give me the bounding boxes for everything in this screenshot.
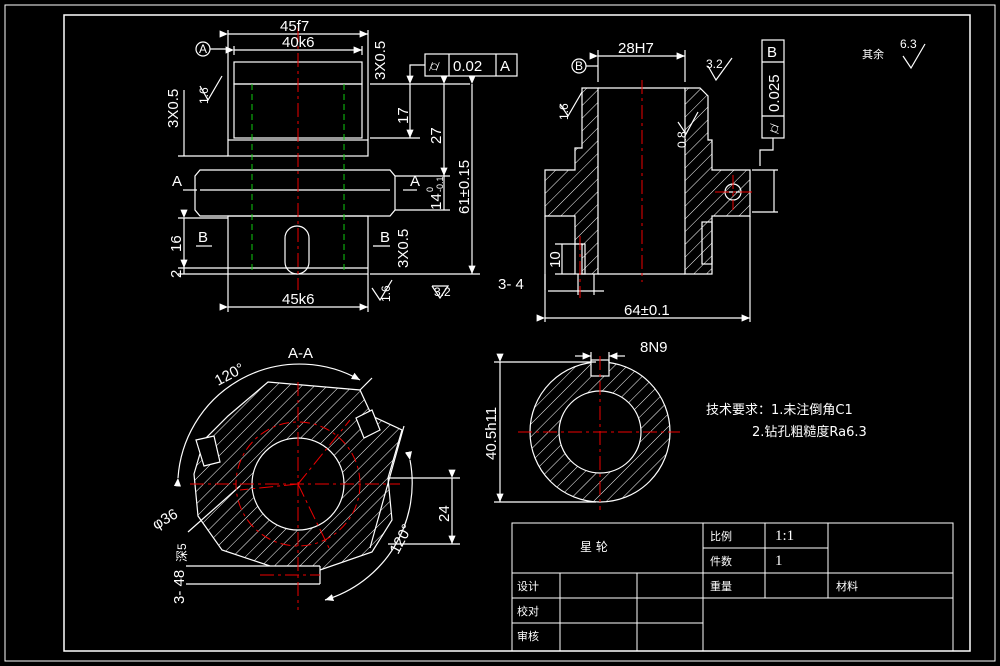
datum-a-label: A: [199, 42, 207, 56]
tol-datum-b: B: [767, 44, 777, 61]
dia-36: φ36: [150, 506, 181, 534]
tol-14-part: 0: [425, 187, 435, 192]
section-a-left: A: [172, 173, 182, 190]
rough-16-side: 1.6: [557, 103, 571, 120]
tol-14-part: -0.1: [435, 176, 445, 192]
dim-17: 17: [395, 107, 412, 124]
slots-depth: 深5: [175, 543, 189, 562]
tol-value-a: 0.02: [453, 58, 482, 75]
dim-28h7: 28H7: [618, 40, 654, 57]
part-name: 星 轮: [580, 540, 608, 554]
dim-10: 10: [547, 251, 564, 268]
dim-27: 27: [428, 127, 445, 144]
dim-40k6: 40k6: [282, 34, 315, 51]
slots-3-48: 3- 48: [171, 570, 188, 604]
section-b-right: B: [380, 229, 390, 246]
tech-req-line1: 技术要求：1.未注倒角C1: [706, 403, 853, 418]
tol-symbol-a: ⌭: [429, 58, 440, 75]
front-view: [178, 30, 518, 312]
dim-61: 61±0.15: [456, 160, 473, 214]
dim-8n9: 8N9: [640, 339, 668, 356]
review-label: 审核: [517, 629, 539, 643]
inner-border: [63, 14, 971, 652]
count-value: 1: [775, 553, 783, 569]
rough-32-front: 3.2: [434, 285, 451, 299]
check-label: 校对: [517, 604, 539, 618]
dim-45k6: 45k6: [282, 291, 315, 308]
dim-45f7: 45f7: [280, 18, 309, 35]
outer-border: [4, 4, 996, 662]
holes-3-4: 3- 4: [498, 276, 524, 293]
angle-120-top: 120°: [212, 360, 247, 390]
tol-symbol-b: ⌭: [766, 123, 783, 134]
section-aa-title: A-A: [288, 345, 313, 362]
material-label: 材料: [836, 579, 858, 593]
title-block: [511, 522, 954, 652]
roughness-other-symbol: [902, 43, 926, 70]
section-bb-view: [494, 352, 680, 510]
count-label: 件数: [710, 555, 732, 568]
dim-24: 24: [436, 505, 453, 522]
rough-16-front: 1.6: [197, 87, 211, 104]
side-view: [536, 39, 785, 322]
rough-32-side: 3.2: [706, 57, 723, 71]
section-a-right: A: [410, 173, 420, 190]
rough-16-front-bottom: 1.6: [379, 285, 393, 302]
dim-3x05-left: 3X0.5: [165, 89, 182, 128]
dim-3x05-bottom: 3X0.5: [395, 229, 412, 268]
tol-datum-a: A: [500, 58, 510, 75]
datum-b-label: B: [575, 59, 583, 73]
section-aa-view: [173, 363, 460, 610]
angle-120-right: 120°: [387, 521, 417, 556]
dim-40-5h11: 40.5h11: [483, 407, 500, 460]
tol-value-b: 0.025: [766, 74, 783, 112]
roughness-other-label: 其余: [862, 47, 884, 61]
dim-64: 64±0.1: [624, 302, 670, 319]
rough-08-side: 0.8: [675, 131, 689, 148]
dim-3x05-top: 3X0.5: [372, 41, 389, 80]
tech-req-line2: 2.钻孔粗糙度Ra6.3: [752, 424, 867, 440]
scale-value: 1:1: [775, 528, 794, 544]
dim-14: 14: [428, 193, 445, 210]
design-label: 设计: [517, 580, 539, 593]
roughness-other-value: 6.3: [900, 37, 917, 51]
dim-16: 16: [168, 235, 185, 252]
front-hidden-lines: [251, 84, 345, 274]
dim-2: 2: [168, 270, 185, 278]
scale-label: 比例: [710, 529, 732, 543]
section-b-left: B: [198, 229, 208, 246]
weight-label: 重量: [710, 579, 732, 593]
